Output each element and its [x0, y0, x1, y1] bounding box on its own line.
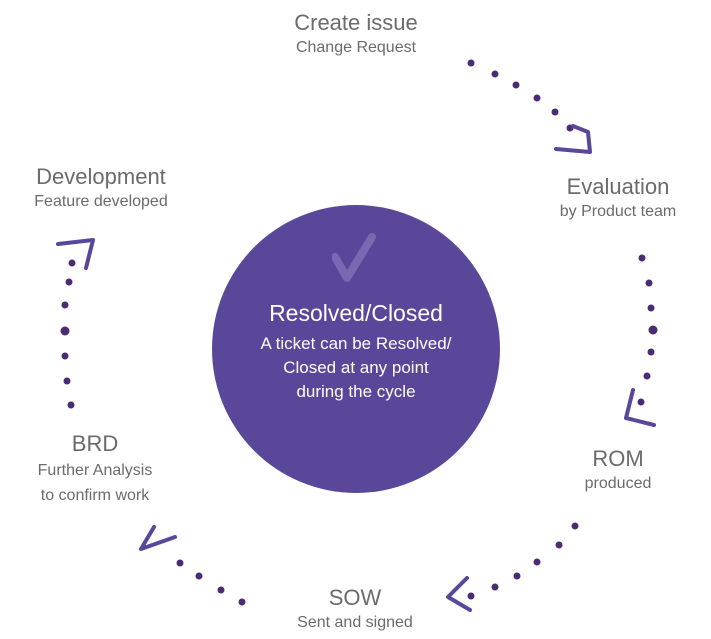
stage-subtitle: produced — [584, 475, 652, 492]
arrow-dot — [645, 279, 653, 287]
checkmark-icon — [332, 233, 376, 282]
arrow-dot — [637, 398, 645, 406]
stage-title: Evaluation — [566, 174, 670, 199]
arrow-dot — [647, 304, 655, 312]
arrow-dot — [533, 558, 541, 566]
arrow-dot — [643, 372, 651, 380]
stage-subtitle-line-1: Further Analysis — [37, 462, 153, 479]
center-description-line-1: A ticket can be Resolved/ — [260, 334, 452, 353]
stage-subtitle-line-2: to confirm work — [40, 487, 150, 504]
arrow-head-evaluation-icon — [554, 124, 592, 154]
arrow-sow-to-brd-dots — [176, 559, 246, 606]
arrow-dot — [61, 301, 69, 309]
arrow-dot — [61, 352, 69, 360]
stage-sow: SOW Sent and signed — [255, 584, 455, 634]
arrow-dot — [195, 572, 203, 580]
arrow-dot — [68, 259, 76, 267]
arrow-dot — [60, 326, 70, 336]
stage-brd: BRD Further Analysis to confirm work — [10, 430, 180, 508]
arrow-create-to-evaluation-dots — [467, 59, 574, 132]
arrow-dot — [238, 598, 246, 606]
stage-title: BRD — [71, 431, 119, 456]
arrow-dot — [533, 94, 541, 102]
arrow-dot — [217, 586, 225, 594]
center-description-line-2: Closed at any point — [283, 358, 429, 377]
arrow-dot — [638, 254, 646, 262]
stage-title: Create issue — [294, 10, 418, 35]
center-description-line-3: during the cycle — [296, 382, 416, 401]
arrow-dot — [513, 572, 521, 580]
arrow-head-rom-icon — [624, 388, 656, 427]
arrow-dot — [65, 278, 73, 286]
stage-subtitle: Feature developed — [34, 193, 168, 210]
arrow-rom-to-sow-dots — [467, 522, 579, 600]
arrow-dot — [648, 325, 658, 335]
arrow-dot — [555, 541, 563, 549]
stage-title: SOW — [328, 585, 382, 610]
stage-create-issue: Create issue Change Request — [256, 9, 456, 59]
arrow-dot — [551, 108, 559, 116]
center-title: Resolved/Closed — [269, 300, 443, 326]
stage-title: Development — [36, 164, 166, 189]
stage-title: ROM — [592, 446, 644, 471]
arrow-brd-to-development-dots — [60, 259, 76, 409]
resolved-closed-circle: Resolved/Closed A ticket can be Resolved… — [212, 205, 500, 493]
arrow-dot — [63, 377, 71, 385]
arrow-evaluation-to-rom-dots — [637, 254, 658, 406]
center-text: Resolved/Closed A ticket can be Resolved… — [212, 298, 500, 404]
stage-evaluation: Evaluation by Product team — [528, 173, 708, 223]
stage-subtitle: by Product team — [559, 203, 677, 220]
arrow-dot — [491, 70, 499, 78]
stage-rom: ROM produced — [558, 445, 678, 495]
arrow-dot — [467, 59, 475, 67]
arrow-dot — [512, 81, 520, 89]
stage-subtitle: Change Request — [295, 39, 417, 56]
arrow-head-development-icon — [56, 238, 95, 270]
arrow-head-sow-icon — [446, 576, 472, 612]
stage-development: Development Feature developed — [6, 163, 196, 213]
arrow-dot — [467, 592, 475, 600]
arrow-dot — [647, 348, 655, 356]
arrow-dot — [67, 401, 75, 409]
stage-subtitle: Sent and signed — [297, 614, 413, 631]
arrow-head-brd-icon — [139, 525, 177, 551]
arrow-dot — [491, 583, 499, 591]
arrow-dot — [176, 559, 184, 567]
arrow-dot — [571, 522, 579, 530]
